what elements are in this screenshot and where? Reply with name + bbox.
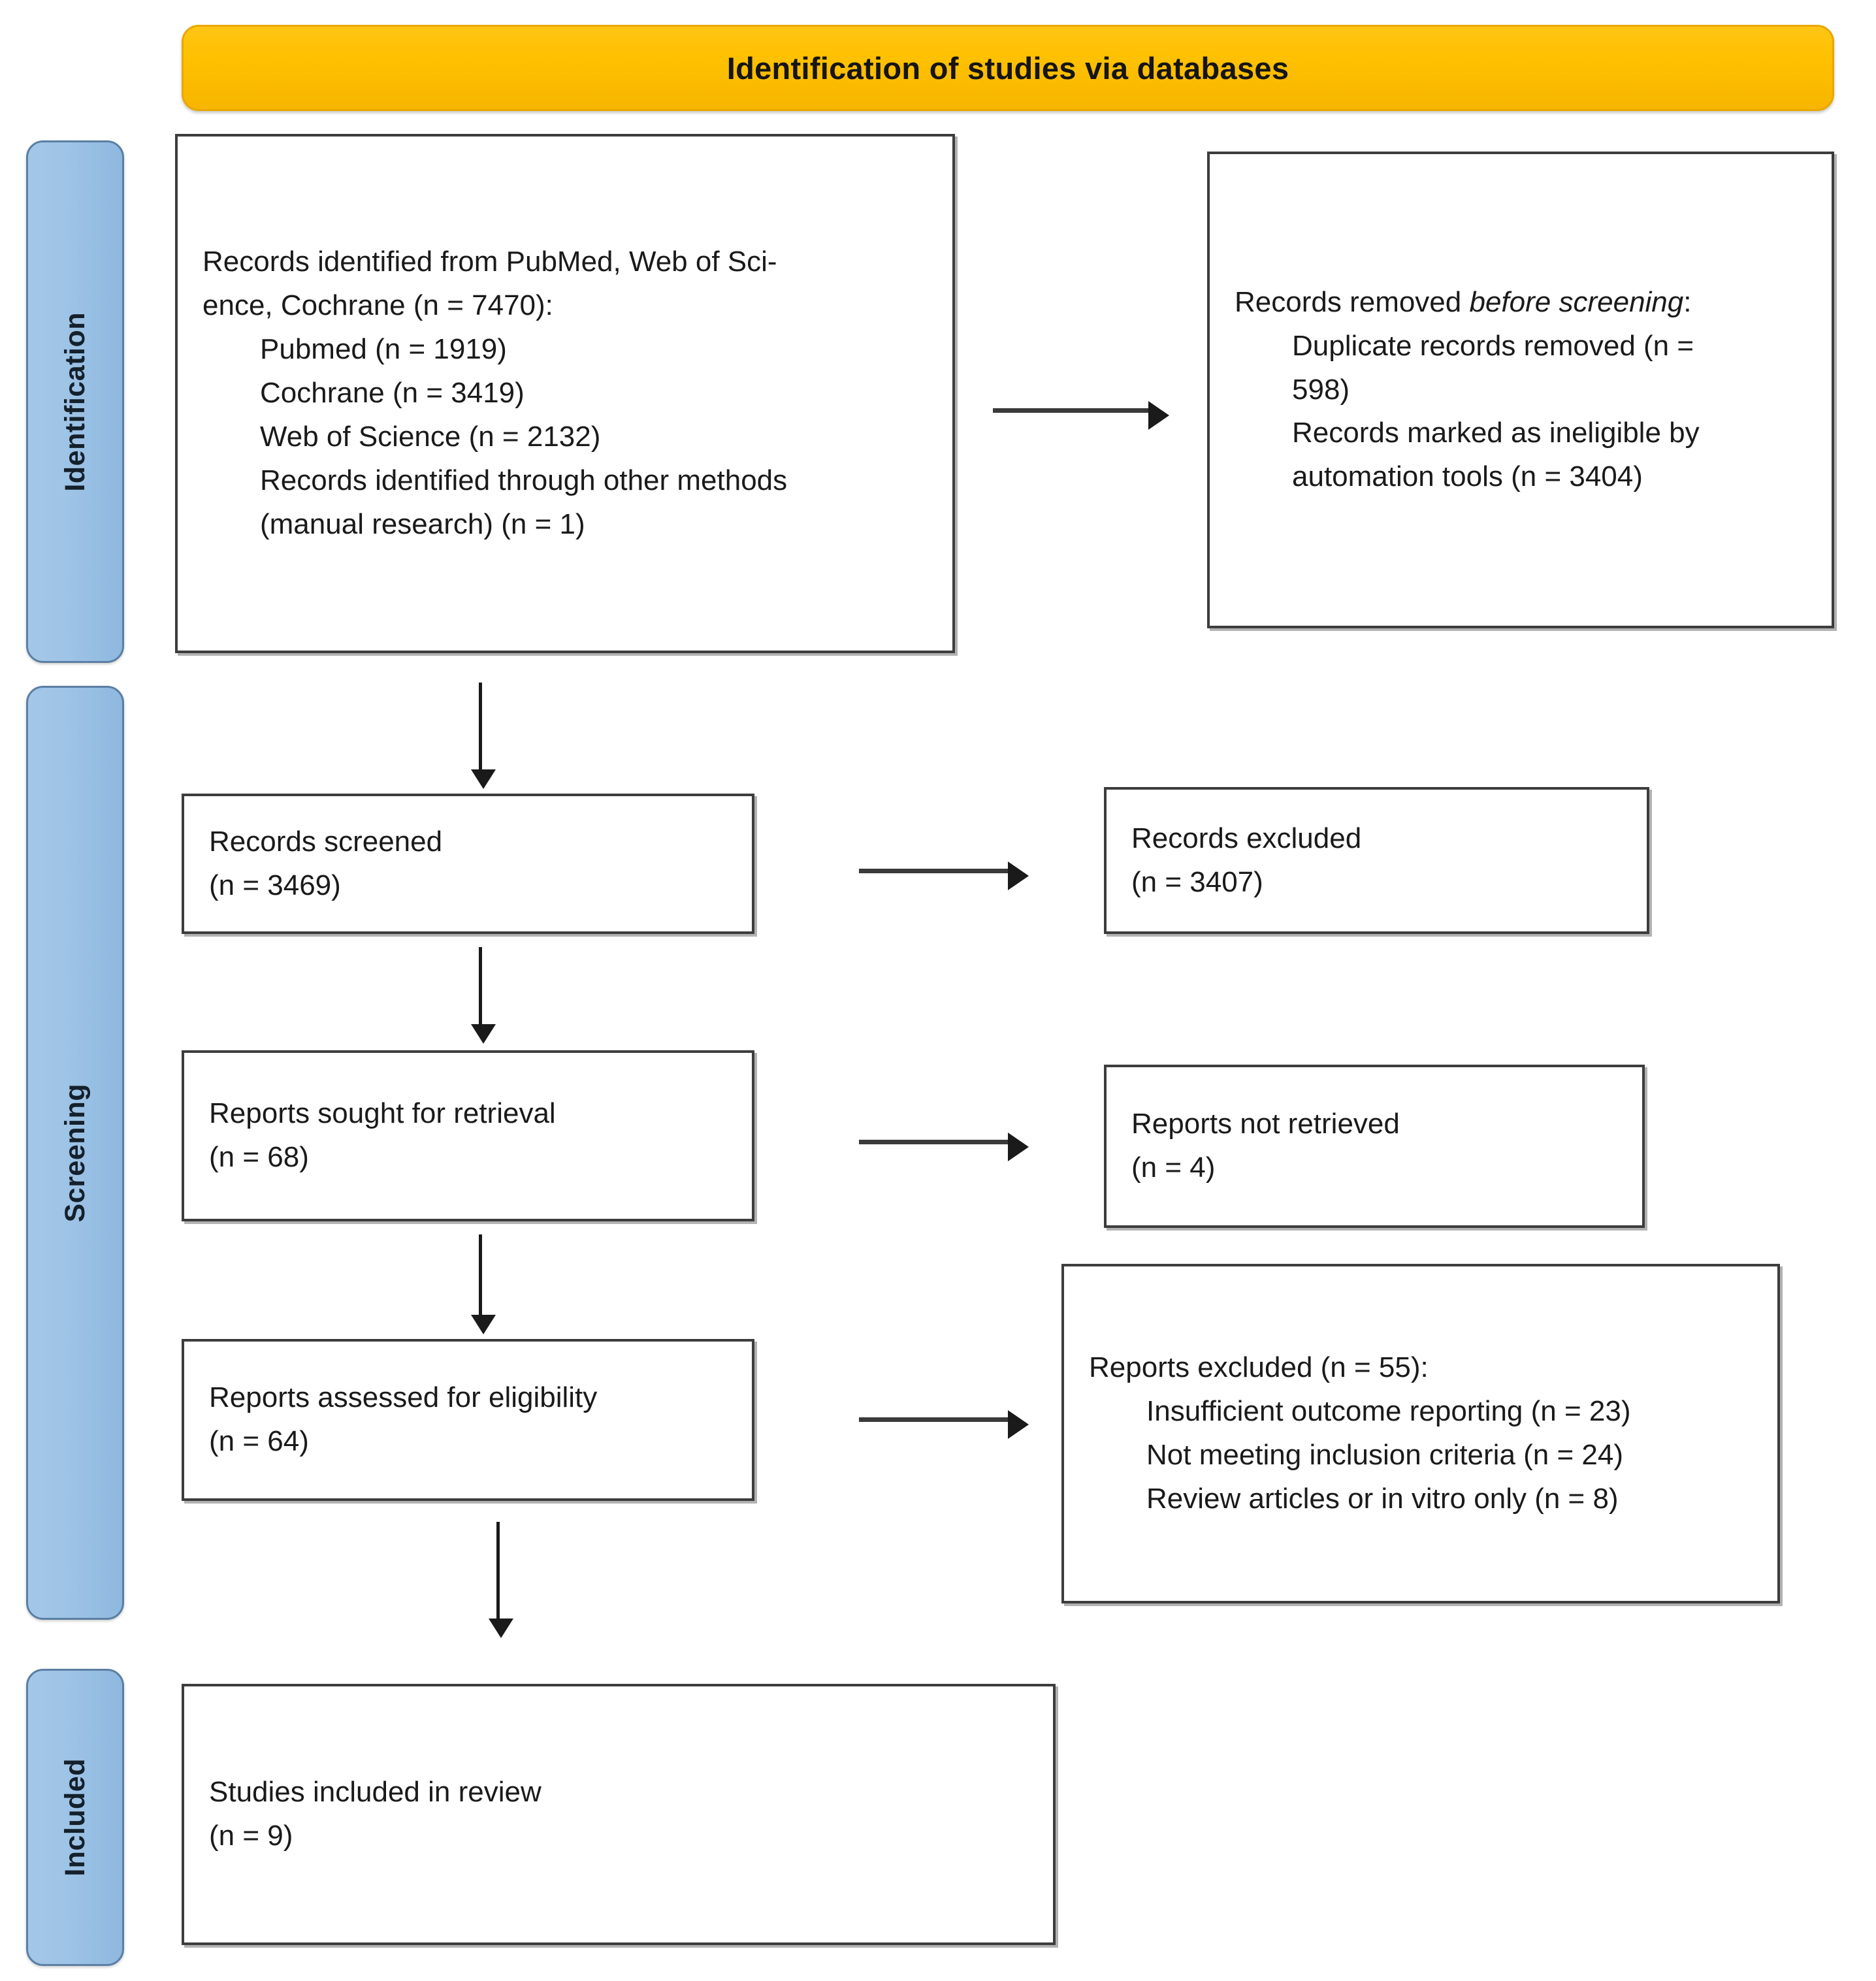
records-identified-web-of-science: Web of Science (n = 2132) bbox=[260, 420, 601, 453]
records-identified-line-2: ence, Cochrane (n = 7470): bbox=[202, 289, 553, 322]
records-identified-line-1: Records identified from PubMed, Web of S… bbox=[202, 246, 777, 278]
studies-included-label: Studies included in review bbox=[209, 1776, 542, 1809]
box-records-removed: Records removed before screening: Duplic… bbox=[1207, 152, 1834, 628]
stage-label-text: Included bbox=[59, 1758, 91, 1876]
records-identified-cochrane: Cochrane (n = 3419) bbox=[260, 377, 525, 410]
records-identified-pubmed: Pubmed (n = 1919) bbox=[260, 333, 507, 366]
records-screened-count: (n = 3469) bbox=[209, 869, 341, 901]
records-removed-heading-prefix: Records removed bbox=[1235, 285, 1470, 318]
records-removed-heading-emphasis: before screening bbox=[1469, 285, 1684, 318]
records-screened-label: Records screened bbox=[209, 825, 443, 858]
records-removed-duplicates-line-1: Duplicate records removed (n = bbox=[1292, 329, 1694, 362]
box-reports-excluded: Reports excluded (n = 55): Insufficient … bbox=[1061, 1264, 1780, 1603]
box-reports-assessed: Reports assessed for eligibility (n = 64… bbox=[182, 1339, 754, 1501]
records-excluded-label: Records excluded bbox=[1131, 822, 1362, 854]
arrow-assessed-to-reports-excluded bbox=[859, 1410, 1029, 1439]
arrow-assessed-to-included bbox=[489, 1522, 513, 1638]
box-studies-included: Studies included in review (n = 9) bbox=[182, 1684, 1056, 1945]
records-removed-automation-line-1: Records marked as ineligible by bbox=[1292, 417, 1700, 449]
identification-banner: Identification of studies via databases bbox=[182, 25, 1834, 111]
records-removed-heading: Records removed before screening: bbox=[1235, 281, 1807, 325]
banner-title: Identification of studies via databases bbox=[726, 50, 1289, 86]
box-records-identified: Records identified from PubMed, Web of S… bbox=[175, 134, 955, 653]
arrow-sought-to-assessed bbox=[471, 1234, 496, 1334]
box-records-excluded: Records excluded (n = 3407) bbox=[1104, 787, 1649, 934]
box-records-screened: Records screened (n = 3469) bbox=[182, 794, 754, 934]
studies-included-count: (n = 9) bbox=[209, 1820, 293, 1852]
arrow-screened-to-excluded bbox=[859, 862, 1029, 890]
reports-assessed-count: (n = 64) bbox=[209, 1425, 309, 1457]
box-reports-sought: Reports sought for retrieval (n = 68) bbox=[182, 1050, 754, 1221]
records-removed-heading-suffix: : bbox=[1683, 285, 1692, 318]
records-excluded-count: (n = 3407) bbox=[1131, 865, 1263, 898]
arrow-identified-to-removed bbox=[993, 401, 1169, 430]
records-identified-manual-research: (manual research) (n = 1) bbox=[260, 507, 585, 540]
reports-sought-count: (n = 68) bbox=[209, 1141, 309, 1173]
stage-label-identification: Identification bbox=[26, 140, 124, 663]
stage-label-screening: Screening bbox=[26, 686, 124, 1620]
arrow-screened-to-sought bbox=[471, 947, 496, 1044]
arrow-identified-to-screened bbox=[471, 683, 496, 789]
stage-label-text: Identification bbox=[59, 312, 91, 492]
stage-label-included: Included bbox=[26, 1669, 124, 1966]
records-removed-duplicates-line-2: 598) bbox=[1292, 373, 1350, 406]
reports-excluded-reason-2: Not meeting inclusion criteria (n = 24) bbox=[1146, 1439, 1623, 1471]
reports-assessed-label: Reports assessed for eligibility bbox=[209, 1381, 598, 1414]
reports-not-retrieved-count: (n = 4) bbox=[1131, 1152, 1216, 1184]
stage-label-text: Screening bbox=[59, 1083, 91, 1223]
box-reports-not-retrieved: Reports not retrieved (n = 4) bbox=[1104, 1065, 1645, 1228]
reports-excluded-reason-3: Review articles or in vitro only (n = 8) bbox=[1146, 1482, 1619, 1515]
records-removed-automation-line-2: automation tools (n = 3404) bbox=[1292, 460, 1643, 493]
reports-excluded-reason-1: Insufficient outcome reporting (n = 23) bbox=[1146, 1395, 1631, 1428]
reports-excluded-heading: Reports excluded (n = 55): bbox=[1089, 1351, 1429, 1384]
reports-sought-label: Reports sought for retrieval bbox=[209, 1097, 556, 1130]
records-identified-other-methods: Records identified through other methods bbox=[260, 464, 788, 496]
arrow-sought-to-not-retrieved bbox=[859, 1133, 1029, 1161]
reports-not-retrieved-label: Reports not retrieved bbox=[1131, 1108, 1400, 1140]
